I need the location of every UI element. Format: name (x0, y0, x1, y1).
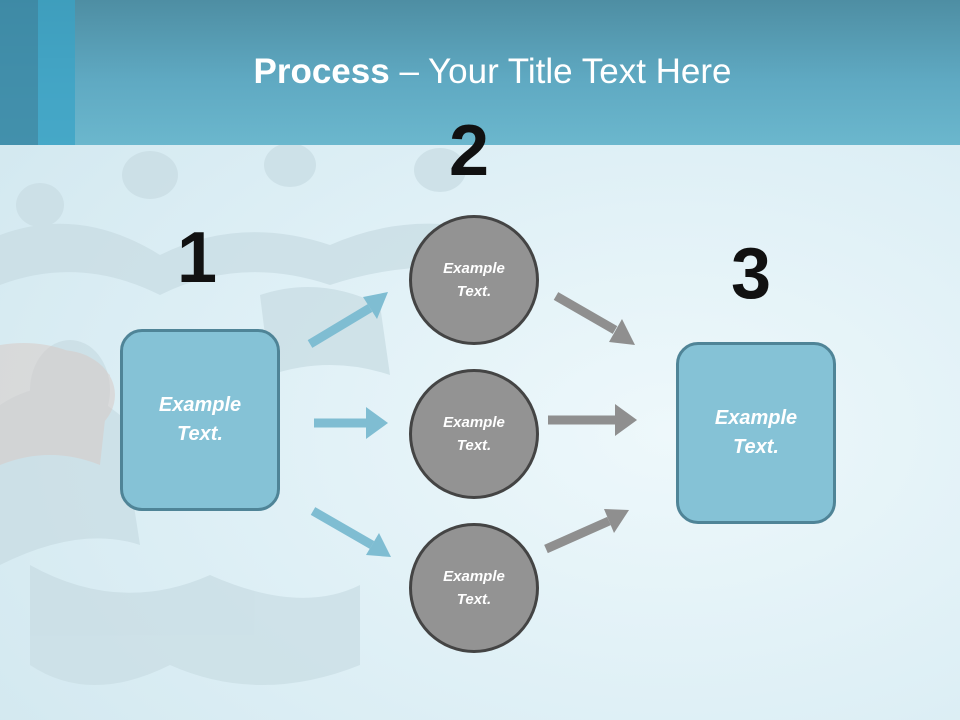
left-box-line2: Text. (177, 423, 223, 445)
circle-bottom-line2: Text. (456, 591, 492, 608)
circle-middle-line2: Text. (456, 437, 492, 454)
circle-top-line1: Example (443, 260, 505, 277)
circle-middle-line1: Example (443, 414, 505, 431)
circle-bottom-line1: Example (443, 568, 505, 585)
title-bold: Process (253, 52, 390, 91)
blue-arrow-down-right (310, 507, 391, 557)
step-number-1: 1 (177, 218, 218, 298)
right-box-line1: Example (714, 407, 798, 429)
blue-arrow-up-right (307, 292, 388, 348)
gray-arrow-down-right (553, 292, 635, 345)
step-number-2: 2 (449, 111, 490, 191)
circle-top-line2: Text. (456, 283, 492, 300)
step-number-3: 3 (731, 234, 772, 314)
title-rest: – Your Title Text Here (389, 52, 732, 91)
left-box-line1: Example (158, 394, 242, 416)
right-box-line2: Text. (733, 436, 779, 458)
gray-arrow-right (548, 404, 637, 436)
blue-arrow-right (314, 407, 388, 439)
header-bar (0, 0, 960, 145)
header-accent-strip (38, 0, 75, 145)
header-accent-strip (0, 0, 38, 145)
slide-title: Process – Your Title Text Here (0, 52, 960, 92)
gray-arrow-up-right (544, 509, 629, 554)
